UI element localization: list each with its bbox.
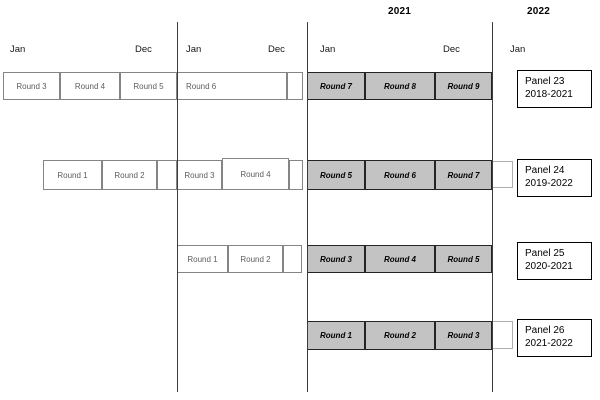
- round-box-round-3: Round 3: [307, 245, 365, 273]
- panel-coverage: 2019-2022: [525, 177, 573, 189]
- round-box-round-7: Round 7: [435, 160, 492, 190]
- round-box-round-6: Round 6: [365, 160, 435, 190]
- round-box-round-3: Round 3: [3, 72, 60, 100]
- round-box-round-2: Round 2: [365, 321, 435, 350]
- round-box-round-1: Round 1: [307, 321, 365, 350]
- round-box-round-9: Round 9: [435, 72, 492, 100]
- month-label-dec: Dec: [268, 44, 285, 55]
- panel-coverage: 2020-2021: [525, 260, 573, 272]
- round-box-round-5: Round 5: [120, 72, 177, 100]
- panel-coverage: 2018-2021: [525, 88, 573, 100]
- round-box-round-3: Round 3: [177, 160, 222, 190]
- month-label-dec: Dec: [135, 44, 152, 55]
- round-box-round-2: Round 2: [102, 160, 157, 190]
- year-header-2021: 2021: [388, 6, 412, 17]
- month-label-dec: Dec: [443, 44, 460, 55]
- row-extension-box: [492, 321, 513, 349]
- row-extension-box: [492, 161, 513, 188]
- year-header-2022: 2022: [527, 6, 551, 17]
- panel-name: Panel 23: [525, 76, 565, 87]
- row-spacer-box: [157, 160, 177, 190]
- month-label-jan: Jan: [186, 44, 202, 55]
- round-box-round-1: Round 1: [177, 245, 228, 273]
- month-label-jan: Jan: [10, 44, 26, 55]
- round-box-round-3: Round 3: [435, 321, 492, 350]
- year-divider-line: [306, 22, 308, 392]
- panel-name: Panel 24: [525, 165, 565, 176]
- month-label-jan: Jan: [510, 44, 526, 55]
- round-box-round-5: Round 5: [307, 160, 365, 190]
- month-label-jan: Jan: [320, 44, 336, 55]
- round-box-round-7: Round 7: [307, 72, 365, 100]
- row-spacer-box: [287, 72, 303, 100]
- round-box-round-6: Round 6: [177, 72, 287, 100]
- round-box-round-2: Round 2: [228, 245, 283, 273]
- round-box-round-4: Round 4: [60, 72, 120, 100]
- panel-name: Panel 26: [525, 325, 565, 336]
- round-box-round-5: Round 5: [435, 245, 492, 273]
- panel-name: Panel 25: [525, 248, 565, 259]
- year-divider-line: [176, 22, 178, 392]
- round-box-round-4: Round 4: [222, 158, 289, 190]
- round-box-round-4: Round 4: [365, 245, 435, 273]
- row-spacer-box: [283, 245, 302, 273]
- panel-coverage: 2021-2022: [525, 337, 573, 349]
- round-box-round-8: Round 8: [365, 72, 435, 100]
- row-spacer-box: [289, 160, 303, 190]
- year-divider-line: [491, 22, 493, 392]
- round-box-round-1: Round 1: [43, 160, 102, 190]
